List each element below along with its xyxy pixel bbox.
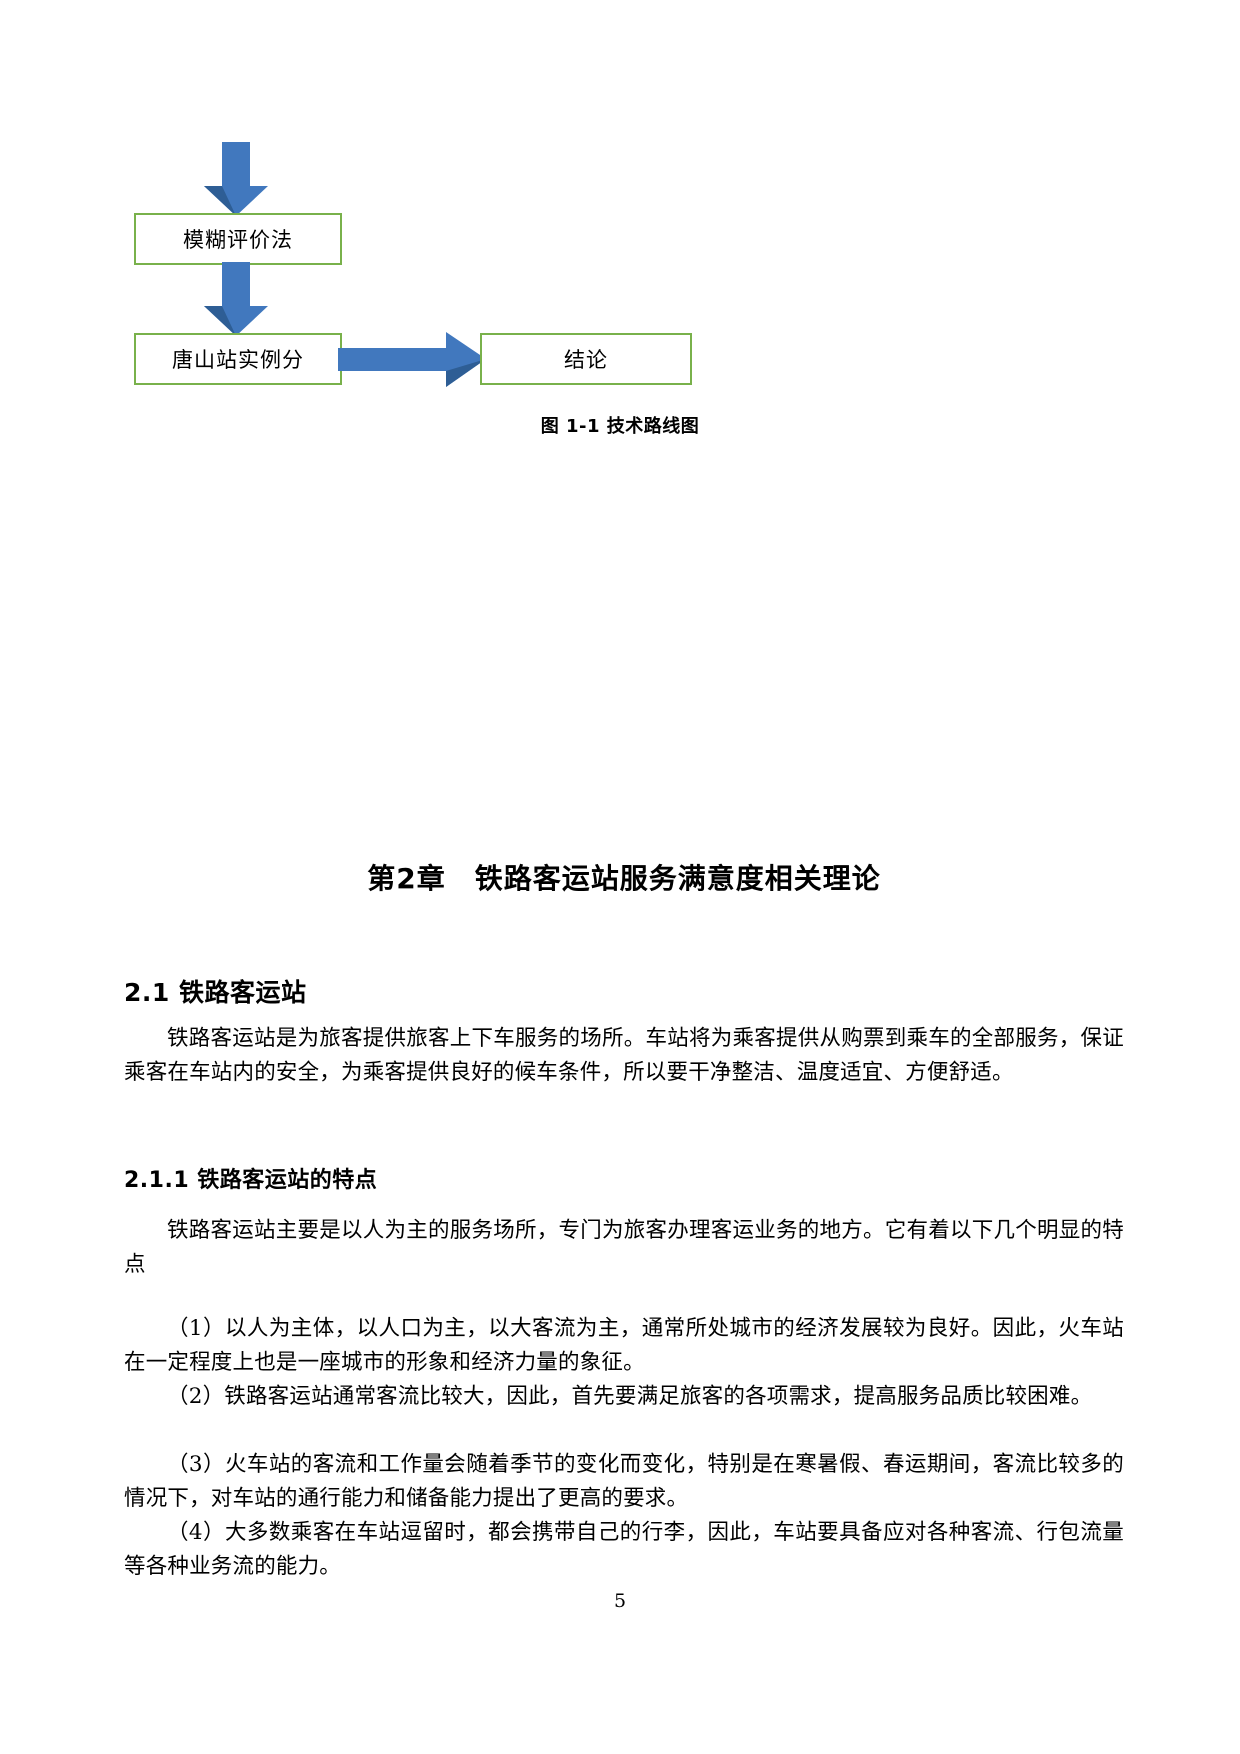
flow-box-fuzzy-evaluation: 模糊评价法 — [134, 213, 342, 265]
flow-box-label: 结论 — [564, 348, 608, 372]
flow-box-tangshan-station-case: 唐山站实例分 — [134, 333, 342, 385]
flow-box-label: 唐山站实例分 — [172, 348, 304, 372]
page-number: 5 — [613, 1590, 627, 1612]
paragraph-features-intro: 铁路客运站主要是以人为主的服务场所，专门为旅客办理客运业务的地方。它有着以下几个… — [124, 1217, 1124, 1277]
list-item: （3）火车站的客流和工作量会随着季节的变化而变化，特别是在寒暑假、春运期间，客流… — [124, 1451, 1124, 1511]
chapter-title: 第2章 铁路客运站服务满意度相关理论 — [367, 861, 881, 895]
down-arrow-icon-middle — [204, 262, 268, 336]
paragraph-railway-station-intro: 铁路客运站是为旅客提供旅客上下车服务的场所。车站将为乘客提供从购票到乘车的全部服… — [124, 1025, 1124, 1085]
subsection-heading-2-1-1: 2.1.1 铁路客运站的特点 — [124, 1168, 378, 1193]
list-item: （4）大多数乘客在车站逗留时，都会携带自己的行李，因此，车站要具备应对各种客流、… — [124, 1519, 1124, 1579]
section-heading-2-1: 2.1 铁路客运站 — [124, 977, 307, 1007]
flow-box-label: 模糊评价法 — [183, 228, 293, 252]
figure-caption: 图 1-1 技术路线图 — [540, 416, 700, 437]
technical-route-figure: 模糊评价法 唐山站实例分 结论 图 1-1 技术路线图 — [0, 0, 1240, 500]
down-arrow-icon-top — [204, 142, 268, 216]
list-item: （1）以人为主体，以人口为主，以大客流为主，通常所处城市的经济发展较为良好。因此… — [124, 1315, 1124, 1375]
right-arrow-icon — [338, 332, 486, 387]
flow-box-conclusion: 结论 — [480, 333, 692, 385]
list-item: （2）铁路客运站通常客流比较大，因此，首先要满足旅客的各项需求，提高服务品质比较… — [167, 1383, 1093, 1409]
